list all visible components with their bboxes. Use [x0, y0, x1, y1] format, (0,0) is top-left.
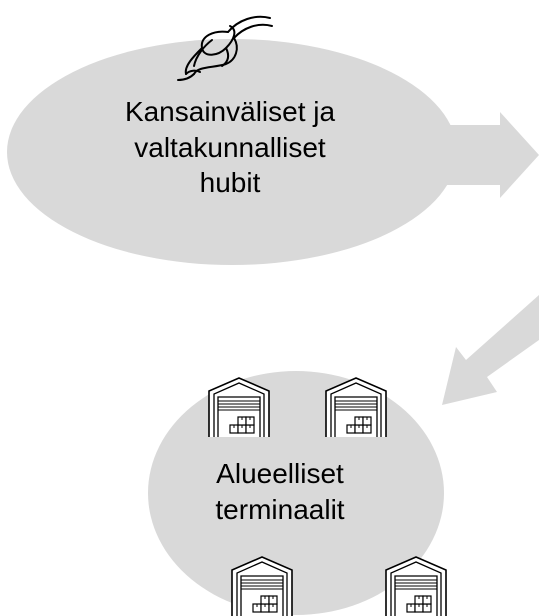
- hub-ellipse: [7, 39, 457, 265]
- hub-label-line-1: Kansainväliset ja: [124, 96, 336, 127]
- terminal-label-line-2: terminaalit: [215, 493, 345, 525]
- hub-label-line-2: valtakunnalliset: [134, 131, 326, 163]
- arrow-down-left: [442, 295, 539, 405]
- warehouse-icon-1: [208, 377, 270, 438]
- hub-label: Kansainväliset ja valtakunnalliset hubit: [60, 94, 400, 201]
- warehouse-icon-2: [325, 377, 387, 438]
- terminal-label-line-1: Alueelliset: [216, 458, 344, 489]
- hub-label-line-3: hubit: [199, 167, 261, 199]
- knot-icon: [177, 15, 273, 81]
- terminal-label: Alueelliset terminaalit: [170, 456, 390, 527]
- arrow-right: [430, 112, 539, 198]
- warehouse-icon-4: [385, 556, 447, 616]
- warehouse-icon-3: [231, 556, 293, 616]
